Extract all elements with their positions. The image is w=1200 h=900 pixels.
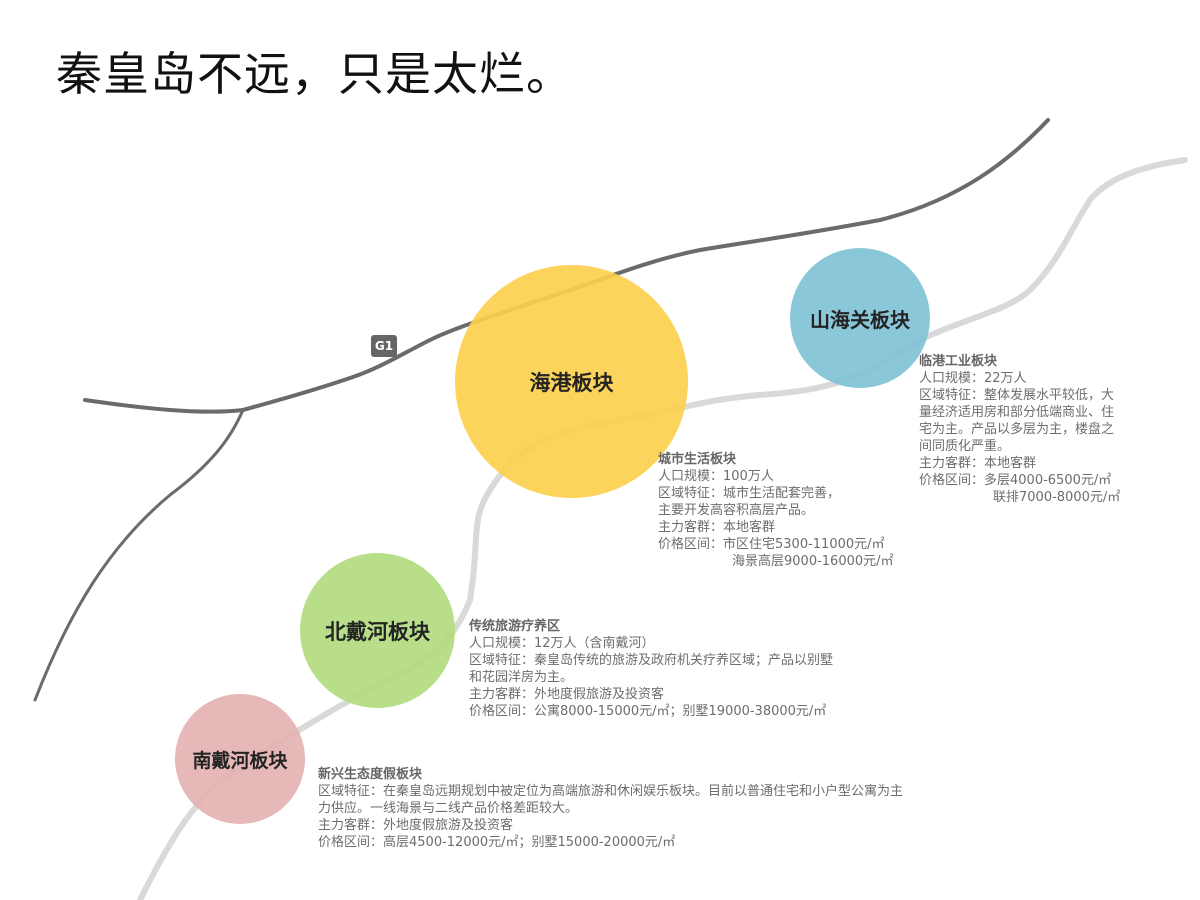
district-label: 北戴河板块 <box>325 619 430 644</box>
info-line: 人口规模：22万人 <box>919 371 1027 386</box>
info-heading: 传统旅游疗养区 <box>469 619 561 634</box>
info-heading: 临港工业板块 <box>919 354 998 369</box>
g1-road-badge: G1 <box>371 335 397 357</box>
info-line: 价格区间：公寓8000-15000元/㎡；别墅19000-38000元/㎡ <box>469 704 827 719</box>
info-line: 主力客群：本地客群 <box>919 456 1037 471</box>
info-line: 区域特征：秦皇岛传统的旅游及政府机关疗养区域；产品以别墅 <box>469 653 834 668</box>
info-heading: 城市生活板块 <box>658 452 737 467</box>
district-nandaihe[interactable]: 南戴河板块 <box>175 694 305 824</box>
info-line: 区域特征：整体发展水平较低，大 <box>919 388 1115 403</box>
info-line: 量经济适用房和部分低端商业、住 <box>919 405 1115 420</box>
info-line: 区域特征：在秦皇岛远期规划中被定位为高端旅游和休闲娱乐板块。目前以普通住宅和小户… <box>318 784 904 799</box>
info-line: 联排7000-8000元/㎡ <box>993 490 1121 505</box>
district-label: 南戴河板块 <box>192 749 288 772</box>
district-shanhaiguan[interactable]: 山海关板块 <box>790 248 930 388</box>
info-beidaihe: 传统旅游疗养区 人口规模：12万人（含南戴河） 区域特征：秦皇岛传统的旅游及政府… <box>469 618 833 720</box>
info-line: 间同质化严重。 <box>919 439 1011 454</box>
info-line: 主力客群：本地客群 <box>658 520 776 535</box>
info-line: 价格区间：高层4500-12000元/㎡；别墅15000-20000元/㎡ <box>318 835 676 850</box>
info-shanhaiguan: 临港工业板块 人口规模：22万人 区域特征：整体发展水平较低，大 量经济适用房和… <box>919 353 1120 506</box>
info-line: 海景高层9000-16000元/㎡ <box>732 554 894 569</box>
district-label: 海港板块 <box>529 370 614 395</box>
info-line: 和花园洋房为主。 <box>469 670 574 685</box>
info-line: 价格区间：市区住宅5300-11000元/㎡ <box>658 537 885 552</box>
page-title: 秦皇岛不远，只是太烂。 <box>56 47 573 101</box>
highway-branch <box>33 408 245 702</box>
info-haigang: 城市生活板块 人口规模：100万人 区域特征：城市生活配套完善， 主要开发高容积… <box>658 451 894 570</box>
district-beidaihe[interactable]: 北戴河板块 <box>300 553 455 708</box>
info-line: 主力客群：外地度假旅游及投资客 <box>469 687 665 702</box>
district-haigang[interactable]: 海港板块 <box>455 265 688 498</box>
info-line: 主要开发高容积高层产品。 <box>658 503 815 518</box>
info-line: 价格区间：多层4000-6500元/㎡ <box>919 473 1112 488</box>
info-nandaihe: 新兴生态度假板块 区域特征：在秦皇岛远期规划中被定位为高端旅游和休闲娱乐板块。目… <box>318 766 903 851</box>
info-line: 主力客群：外地度假旅游及投资客 <box>318 818 514 833</box>
district-label: 山海关板块 <box>810 307 910 332</box>
info-line: 区域特征：城市生活配套完善， <box>658 486 841 501</box>
info-heading: 新兴生态度假板块 <box>318 767 423 782</box>
info-line: 人口规模：12万人（含南戴河） <box>469 636 655 651</box>
info-line: 人口规模：100万人 <box>658 469 774 484</box>
info-line: 力供应。一线海景与二线产品价格差距较大。 <box>318 801 579 816</box>
info-line: 宅为主。产品以多层为主，楼盘之 <box>919 422 1115 437</box>
